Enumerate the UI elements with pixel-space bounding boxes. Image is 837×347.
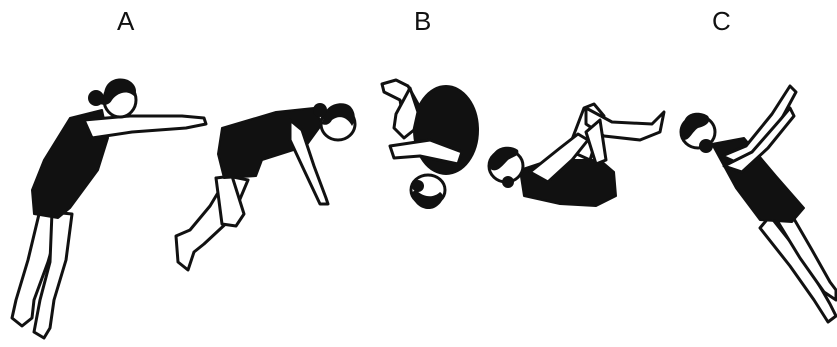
diver-figure-5 — [680, 86, 836, 322]
diver-figure-3 — [382, 80, 478, 209]
diver-figure-2 — [176, 103, 355, 270]
diver-figure-4 — [488, 104, 664, 206]
diver-figure-1 — [12, 79, 206, 338]
